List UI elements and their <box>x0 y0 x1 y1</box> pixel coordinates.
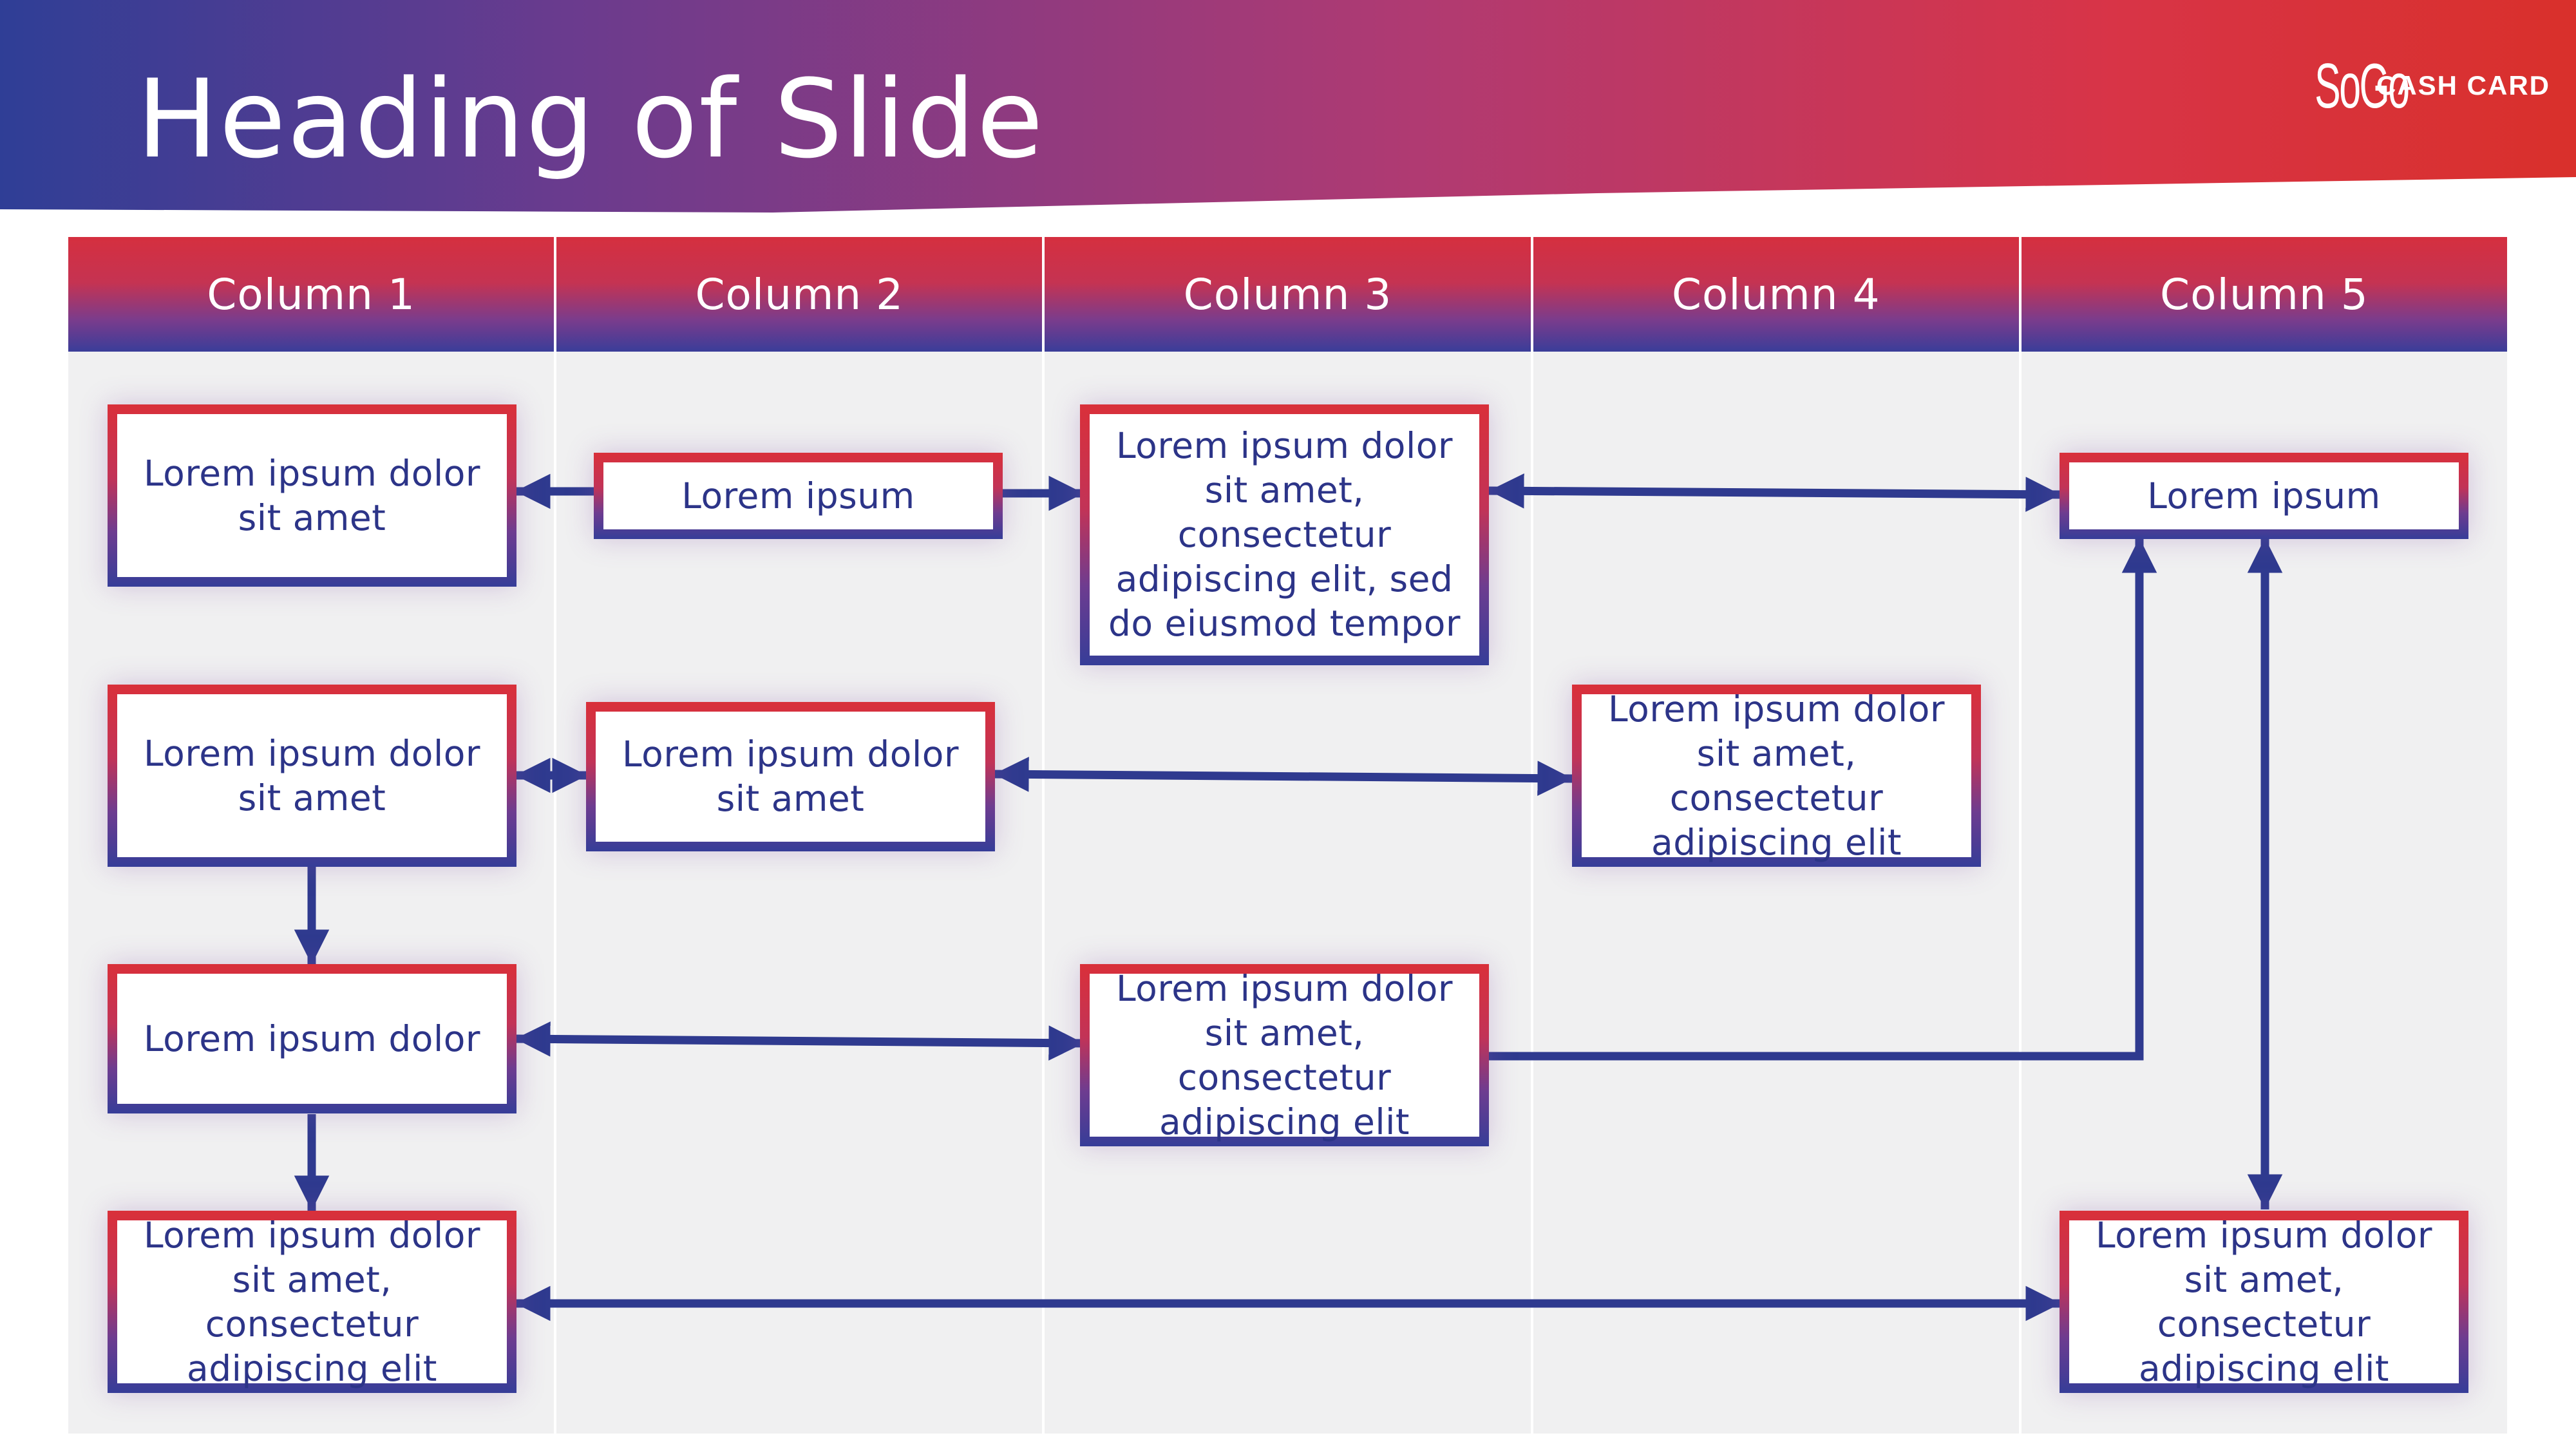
column-header-1: Column 1 <box>68 237 557 352</box>
box-c3r3-text: Lorem ipsum dolor sit amet, consectetur … <box>1090 968 1479 1142</box>
box-c5r1-text: Lorem ipsum <box>2069 462 2459 529</box>
box-c1r4-text: Lorem ipsum dolor sit amet, consectetur … <box>117 1215 507 1389</box>
box-c1r1-text: Lorem ipsum dolor sit amet <box>117 414 507 577</box>
box-c1r3-text: Lorem ipsum dolor <box>117 974 507 1104</box>
box-c4r2: Lorem ipsum dolor sit amet, consectetur … <box>1572 685 1981 867</box>
column-headers: Column 1 Column 2 Column 3 Column 4 Colu… <box>68 237 2508 352</box>
box-c5r1: Lorem ipsum <box>2060 453 2468 539</box>
box-c1r3: Lorem ipsum dolor <box>108 964 516 1113</box>
box-c1r4: Lorem ipsum dolor sit amet, consectetur … <box>108 1211 516 1393</box>
column-header-5: Column 5 <box>2021 237 2508 352</box>
box-c5r4: Lorem ipsum dolor sit amet, consectetur … <box>2060 1211 2468 1393</box>
arrow-c3r1-c5r1 <box>1488 473 2061 512</box>
box-c4r2-text: Lorem ipsum dolor sit amet, consectetur … <box>1582 688 1971 863</box>
slide-title: Heading of Slide <box>137 56 1045 182</box>
box-c2r1-text: Lorem ipsum <box>603 462 993 529</box>
header-banner <box>0 0 2576 213</box>
column-header-3: Column 3 <box>1045 237 1533 352</box>
brand-logo: SoGo CASH CARD <box>2257 50 2550 121</box>
arrow-c2r2-c4r2 <box>993 757 1573 796</box>
column-header-4: Column 4 <box>1533 237 2022 352</box>
box-c1r1: Lorem ipsum dolor sit amet <box>108 404 516 587</box>
box-c3r1-text: Lorem ipsum dolor sit amet, consectetur … <box>1090 414 1479 656</box>
logo-mark: SoGo <box>2315 50 2410 121</box>
column-header-2: Column 2 <box>556 237 1045 352</box>
arrow-c3r3-to-c5r1 <box>1489 538 2157 1061</box>
box-c3r3: Lorem ipsum dolor sit amet, consectetur … <box>1080 964 1489 1146</box>
box-c1r2: Lorem ipsum dolor sit amet <box>108 685 516 867</box>
box-c2r1: Lorem ipsum <box>594 453 1003 539</box>
box-c3r1: Lorem ipsum dolor sit amet, consectetur … <box>1080 404 1489 665</box>
box-c2r2-text: Lorem ipsum dolor sit amet <box>596 712 985 842</box>
box-c1r2-text: Lorem ipsum dolor sit amet <box>117 694 507 857</box>
box-c5r4-text: Lorem ipsum dolor sit amet, consectetur … <box>2069 1215 2459 1389</box>
column-lane-4 <box>1533 352 2022 1434</box>
arrow-c1r3-c3r3 <box>515 1021 1084 1061</box>
box-c2r2: Lorem ipsum dolor sit amet <box>586 702 995 851</box>
logo-text: CASH CARD <box>2376 70 2550 100</box>
